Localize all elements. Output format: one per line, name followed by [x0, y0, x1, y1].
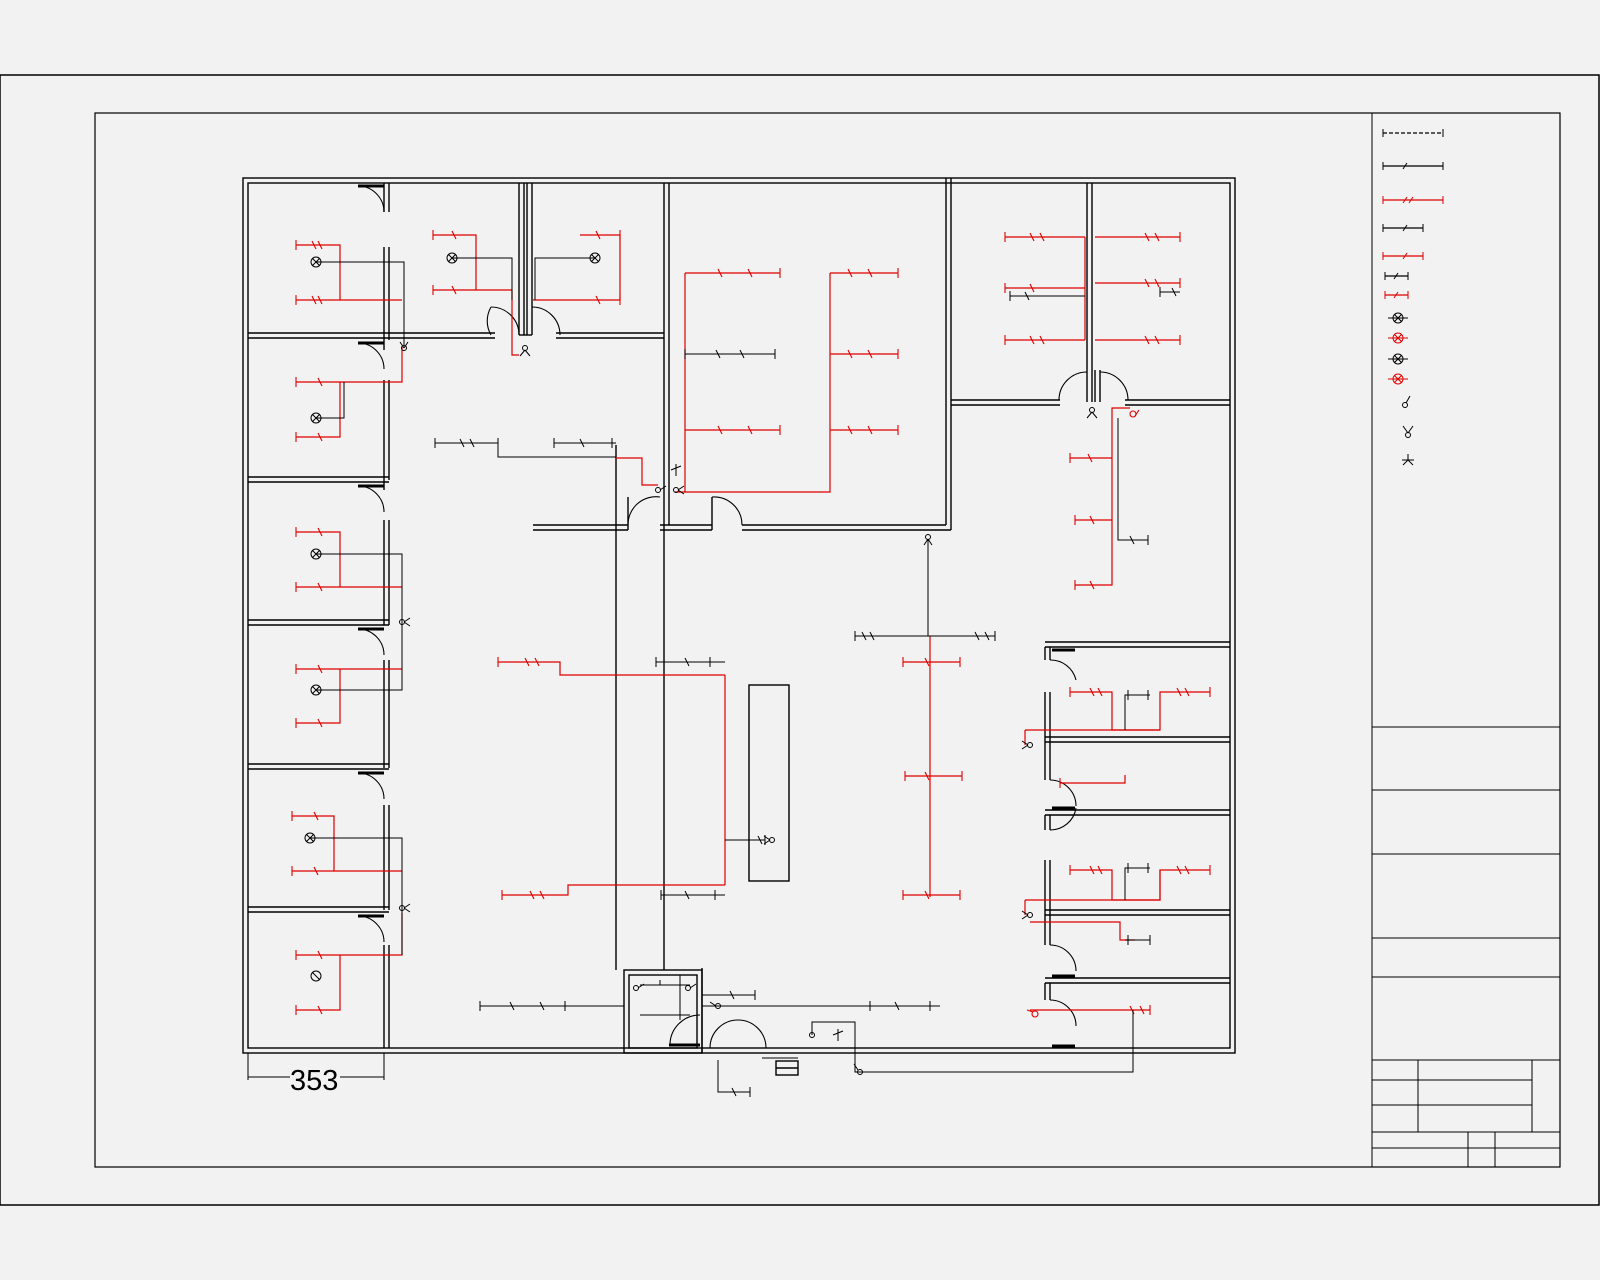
power-ticks [434, 287, 1177, 1097]
lamp-icon [310, 970, 322, 982]
door-swings [357, 185, 1129, 1049]
legend-row [1384, 291, 1409, 299]
outer-frame [0, 74, 1600, 1206]
door-jambs [358, 184, 1075, 1048]
dimension-line [247, 1053, 385, 1080]
lamp-icon [310, 256, 322, 268]
legend-row [1388, 332, 1408, 344]
red-switch-icons [1026, 409, 1140, 1018]
legend-row [1402, 425, 1414, 438]
lamp-icon [1392, 312, 1404, 324]
legend-row [1388, 373, 1408, 385]
lamp-icon [304, 832, 316, 844]
switch-icon [1405, 432, 1411, 438]
lamp-icon [446, 252, 458, 264]
legend [1382, 129, 1444, 466]
lamp-icon [1392, 373, 1404, 385]
dimension-value: 353 [290, 1065, 338, 1097]
legend-row [1382, 162, 1444, 170]
lamp-icon [310, 684, 322, 696]
lamp-icon [310, 412, 322, 424]
lamp-icon [1392, 332, 1404, 344]
lamp-icons [304, 252, 601, 982]
switch-icon [1402, 402, 1408, 408]
legend-row [1402, 395, 1411, 408]
legend-row [1382, 196, 1444, 204]
legend-row [1388, 312, 1408, 324]
legend-row [1402, 454, 1414, 466]
legend-row [1382, 252, 1424, 260]
switch-icons [399, 341, 1098, 1075]
legend-row [1384, 272, 1409, 280]
legend-row [1382, 224, 1424, 232]
power-circuits [310, 257, 1180, 1093]
lamp-icon [310, 548, 322, 560]
legend-row [1388, 353, 1408, 365]
title-block [1371, 113, 1560, 1167]
lighting-circuits [292, 234, 1210, 1011]
lamp-icon [1392, 353, 1404, 365]
lamp-icon [589, 252, 601, 264]
lighting-ticks [291, 230, 1211, 1015]
legend-row [1382, 129, 1444, 137]
drawing-border [94, 112, 1561, 1168]
walls [242, 177, 1236, 1076]
